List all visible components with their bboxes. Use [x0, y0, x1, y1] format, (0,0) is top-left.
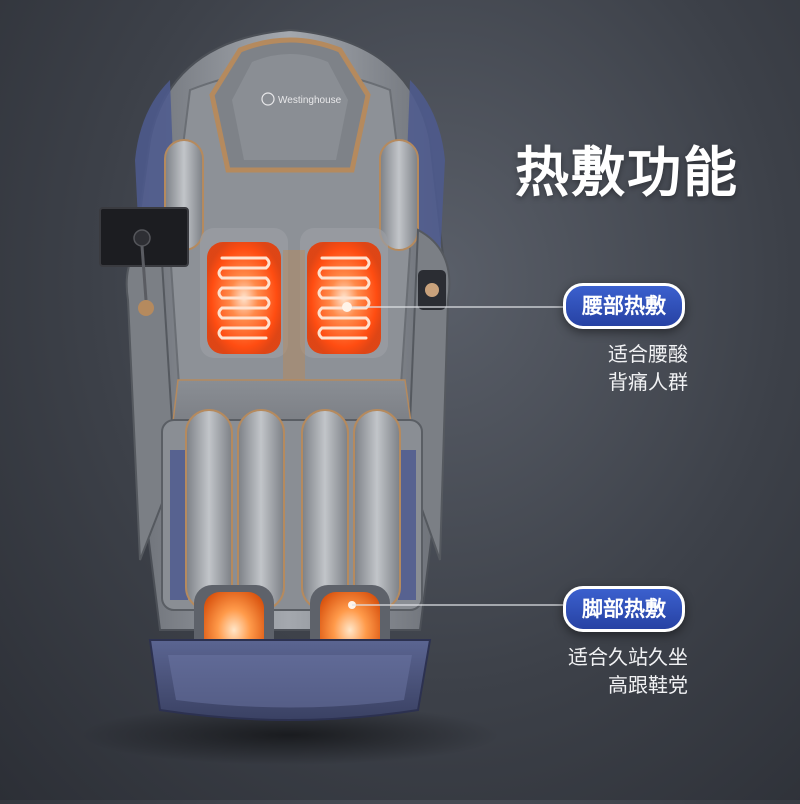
feature-heading: 热敷功能: [515, 141, 739, 204]
lumbar-heat-badge: 腰部热敷: [563, 283, 685, 329]
lumbar-desc-line-1: 适合腰酸: [608, 342, 688, 366]
lumbar-heat-description: 适合腰酸 背痛人群: [608, 340, 688, 396]
lumbar-desc-line-2: 背痛人群: [608, 370, 688, 394]
brand-logo: Westinghouse: [278, 95, 342, 106]
foot-heat-badge: 脚部热敷: [563, 586, 685, 632]
foot-desc-line-1: 适合久站久坐: [568, 645, 688, 669]
foot-heat-description: 适合久站久坐 高跟鞋党: [568, 643, 688, 699]
foot-desc-line-2: 高跟鞋党: [608, 673, 688, 697]
